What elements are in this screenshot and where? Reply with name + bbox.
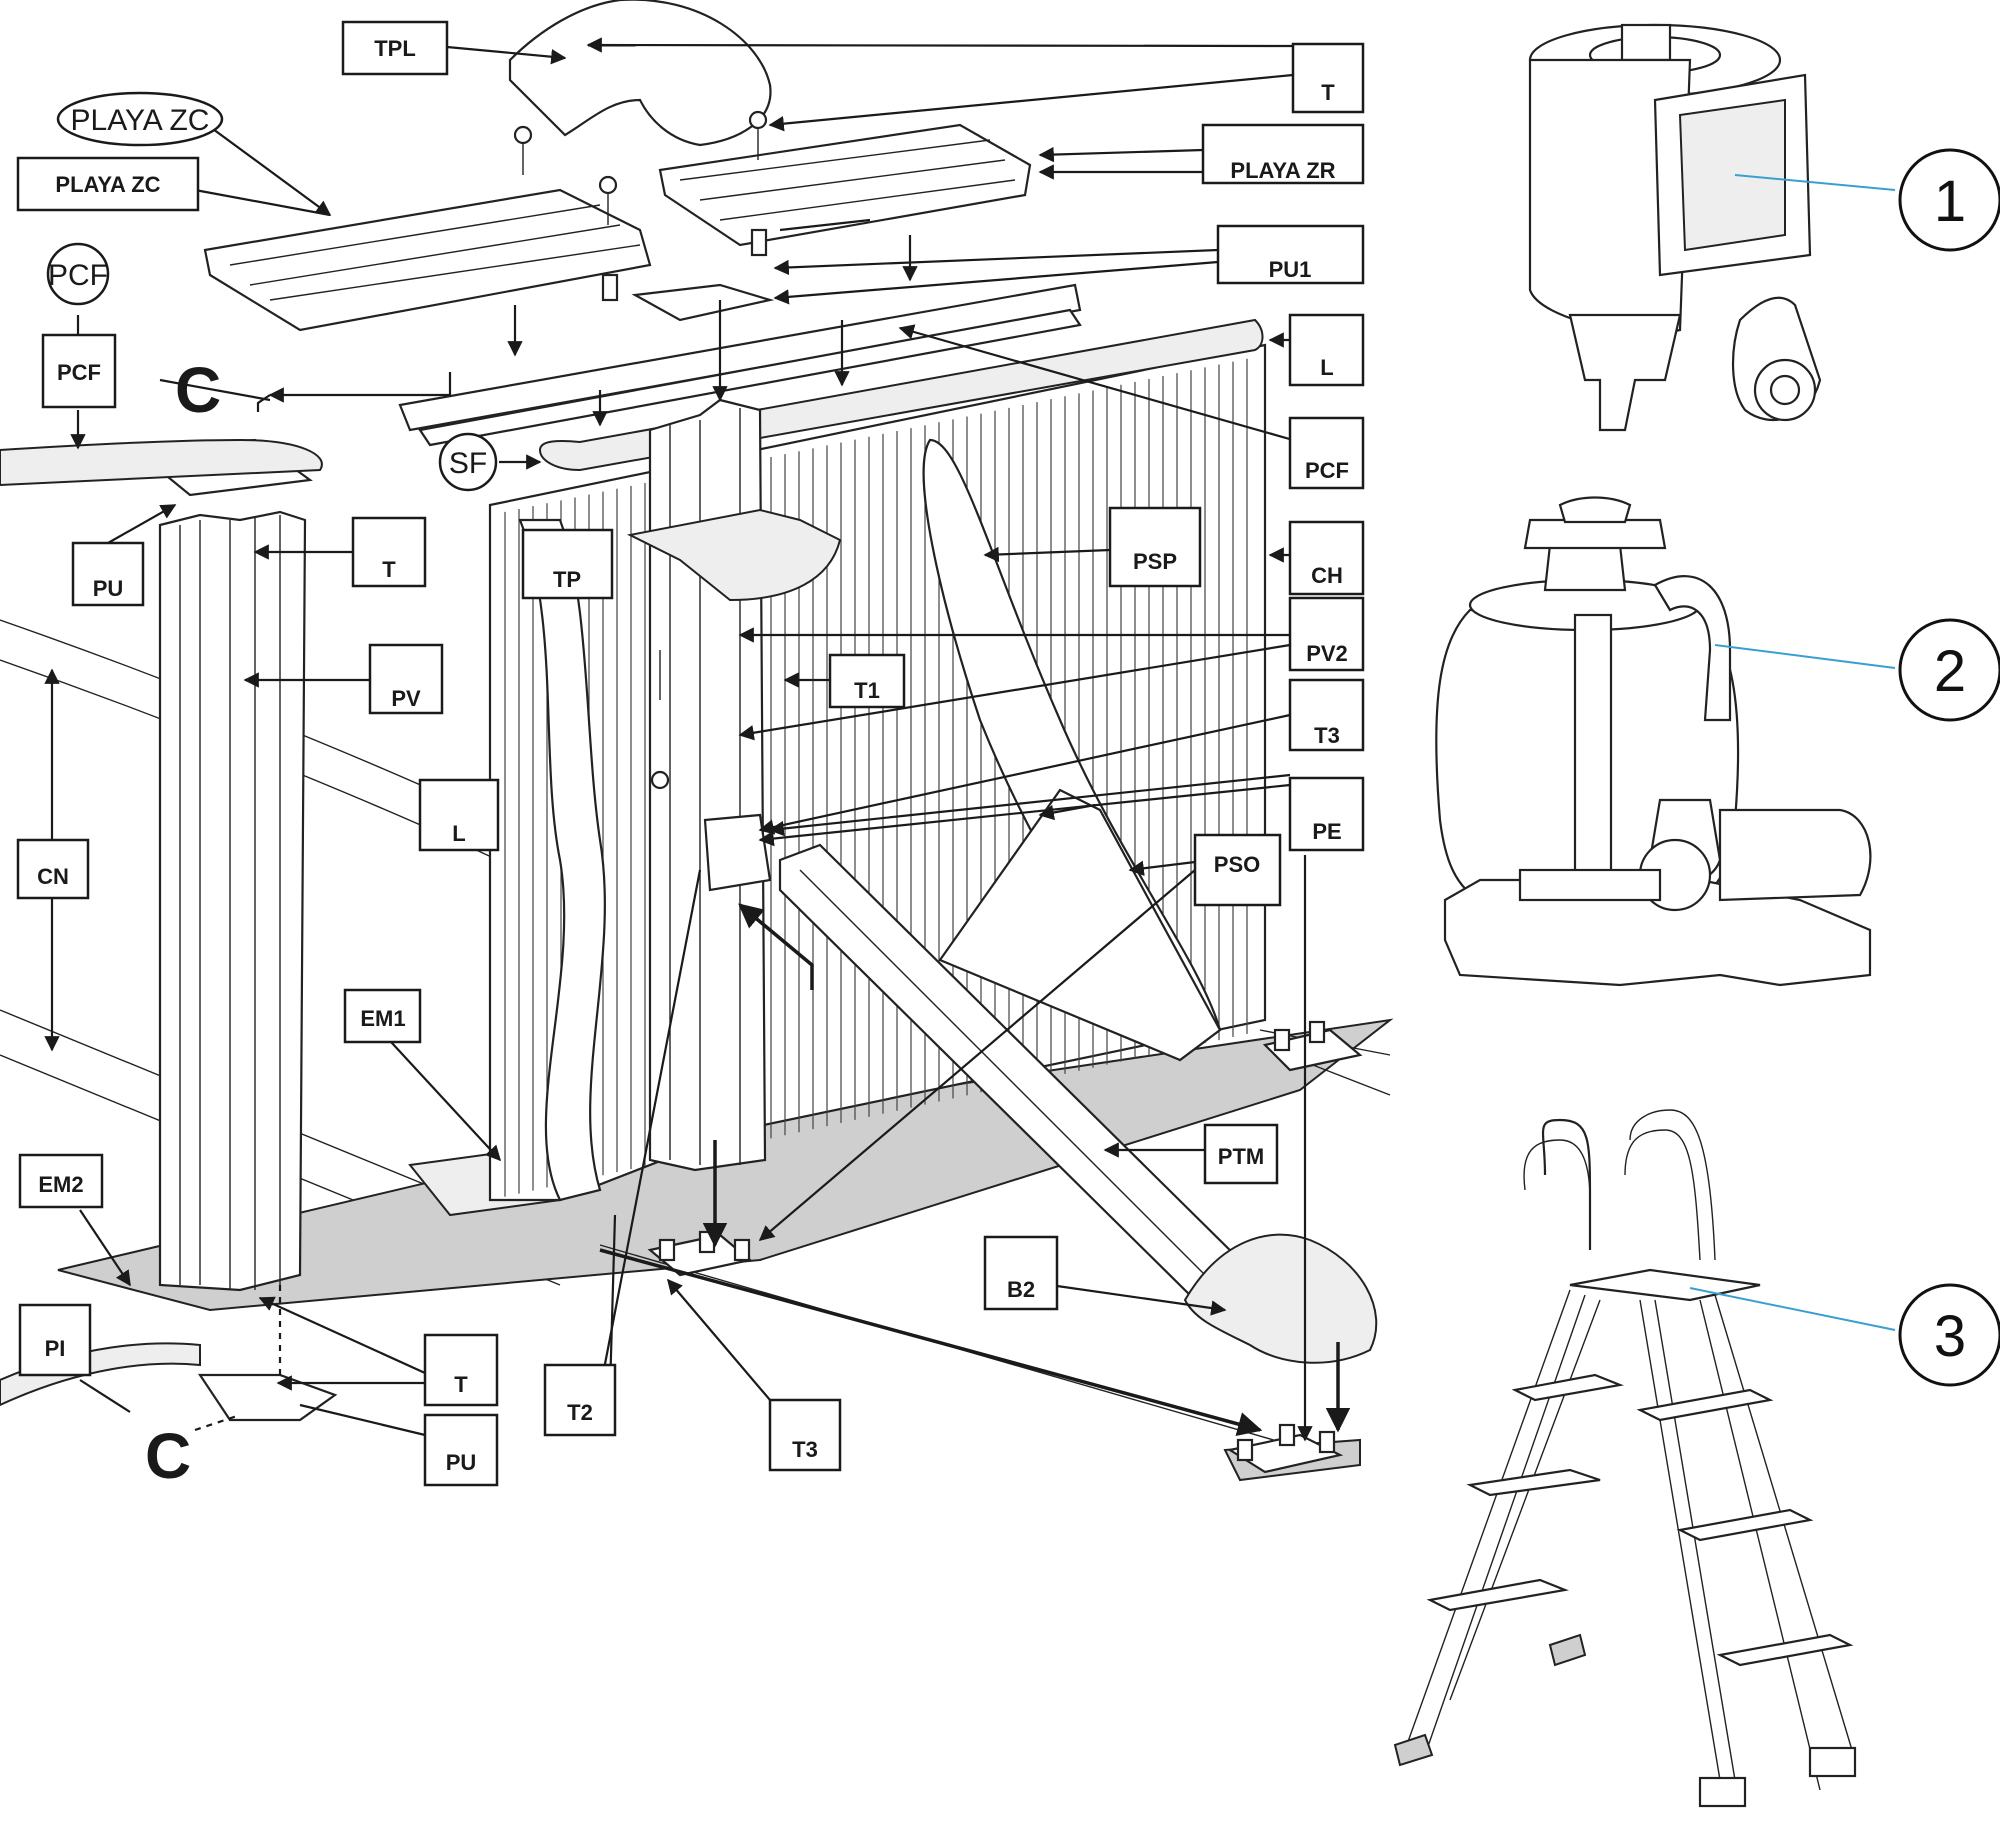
- svg-text:PSO: PSO: [1214, 852, 1260, 877]
- svg-text:CN: CN: [37, 864, 69, 889]
- label-t1: T1: [828, 653, 906, 709]
- accessory-filter-pump: [1435, 496, 1872, 987]
- number-3: 3: [1898, 1283, 2000, 1387]
- label-pi: PI: [18, 1303, 92, 1377]
- screws: [513, 110, 768, 790]
- label-t-bottom: T: [423, 1333, 499, 1407]
- svg-text:2: 2: [1934, 639, 1966, 704]
- seat-tp: [626, 508, 842, 602]
- svg-text:PI: PI: [45, 1336, 66, 1361]
- top-ledge-playa-zc: [203, 188, 652, 332]
- svg-text:3: 3: [1934, 1304, 1966, 1369]
- label-pv: PV: [368, 643, 444, 715]
- label-pu-bottom: PU: [423, 1413, 499, 1487]
- svg-text:PSP: PSP: [1133, 549, 1177, 574]
- label-pcf-box-left: PCF: [41, 333, 117, 409]
- label-t2: T2: [543, 1363, 617, 1437]
- label-playa-zc-box: PLAYA ZC: [16, 156, 200, 212]
- svg-text:EM1: EM1: [360, 1006, 405, 1031]
- label-t3-right: T3: [1288, 678, 1365, 752]
- svg-text:PV: PV: [391, 686, 421, 711]
- svg-text:L: L: [1320, 355, 1333, 380]
- label-sf-circle: SF: [438, 432, 498, 492]
- svg-text:B2: B2: [1007, 1277, 1035, 1302]
- svg-text:CH: CH: [1311, 563, 1343, 588]
- svg-text:SF: SF: [449, 447, 487, 480]
- plate-pu1: [631, 283, 775, 322]
- number-2: 2: [1898, 618, 2000, 722]
- label-pcf-box-right: PCF: [1288, 416, 1365, 490]
- label-em2: EM2: [18, 1153, 104, 1209]
- label-tp: TP: [521, 528, 614, 600]
- number-1: 1: [1898, 148, 2000, 252]
- top-cover-tpl: [508, 0, 772, 147]
- svg-text:PCF: PCF: [1305, 458, 1349, 483]
- label-playa-zr: PLAYA ZR: [1201, 123, 1365, 185]
- svg-text:PLAYA ZR: PLAYA ZR: [1230, 158, 1335, 183]
- top-ledge-playa-zr: [658, 123, 1032, 247]
- liner-l: [518, 518, 606, 1202]
- svg-text:PCF: PCF: [57, 360, 101, 385]
- foot-b2: [1183, 1233, 1378, 1364]
- label-playa-zc-oval: PLAYA ZC: [56, 91, 224, 147]
- label-c-bottom: C: [145, 1420, 191, 1492]
- label-t-top: T: [1291, 42, 1365, 114]
- upright-pv-left: [0, 438, 338, 1422]
- label-c-top: C: [175, 354, 221, 426]
- accessory-skimmer: [1528, 23, 1822, 432]
- svg-text:PU: PU: [446, 1450, 477, 1475]
- svg-text:EM2: EM2: [38, 1172, 83, 1197]
- leaders: [44, 37, 1351, 1442]
- label-cn: CN: [16, 838, 90, 900]
- label-l-top: L: [1288, 313, 1365, 387]
- svg-text:TPL: TPL: [374, 36, 416, 61]
- label-em1: EM1: [343, 988, 422, 1044]
- bracket-pe-bottom: [1227, 1423, 1344, 1474]
- svg-text:TP: TP: [553, 567, 581, 592]
- label-pu-top: PU: [71, 541, 145, 607]
- svg-text:PCF: PCF: [48, 259, 108, 292]
- svg-text:PU1: PU1: [1269, 257, 1312, 282]
- label-pcf-circle: PCF: [46, 242, 110, 306]
- label-pso: PSO: [1193, 833, 1282, 907]
- label-pu1: PU1: [1216, 224, 1365, 285]
- accessory-ladder: [1393, 1109, 1857, 1808]
- label-t-mid: T: [351, 516, 427, 588]
- bottom-plate-pu: [197, 1373, 338, 1422]
- svg-text:T3: T3: [792, 1437, 818, 1462]
- svg-text:PV2: PV2: [1306, 641, 1348, 666]
- label-pv2: PV2: [1288, 596, 1365, 672]
- svg-text:T1: T1: [854, 678, 880, 703]
- label-pe: PE: [1288, 776, 1365, 852]
- svg-text:PLAYA ZC: PLAYA ZC: [71, 104, 210, 137]
- svg-text:PTM: PTM: [1218, 1144, 1264, 1169]
- svg-text:T3: T3: [1314, 723, 1340, 748]
- svg-text:PLAYA ZC: PLAYA ZC: [55, 172, 160, 197]
- label-b2: B2: [983, 1235, 1059, 1311]
- svg-text:1: 1: [1934, 169, 1966, 234]
- svg-text:T: T: [454, 1372, 468, 1397]
- svg-text:T: T: [382, 557, 396, 582]
- svg-text:PE: PE: [1312, 819, 1341, 844]
- label-ch: CH: [1288, 520, 1365, 596]
- label-tpl: TPL: [341, 20, 449, 76]
- bracket-t3-upright: [703, 813, 772, 892]
- svg-text:L: L: [452, 821, 465, 846]
- svg-text:T2: T2: [567, 1400, 593, 1425]
- label-l-mid: L: [418, 778, 500, 852]
- svg-text:T: T: [1321, 80, 1335, 105]
- label-t3-bottom: T3: [768, 1398, 842, 1472]
- bracket-t3-right: [1262, 1020, 1363, 1072]
- label-psp: PSP: [1108, 506, 1202, 588]
- svg-text:PU: PU: [93, 576, 124, 601]
- top-rail-pcf: [398, 283, 1082, 447]
- label-ptm: PTM: [1203, 1123, 1279, 1185]
